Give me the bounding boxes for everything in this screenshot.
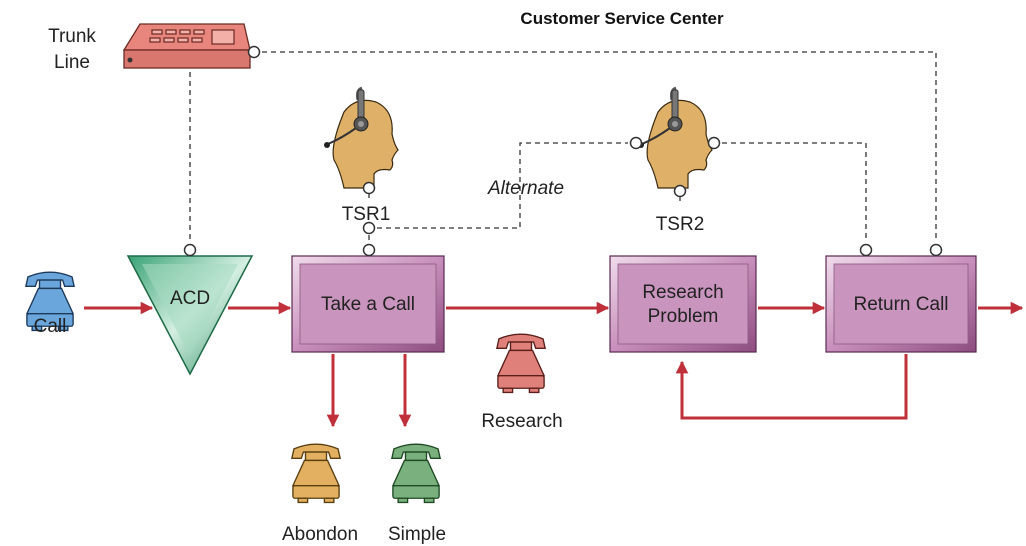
alternate-line (377, 142, 628, 229)
trunk-keypad-icon (149, 29, 235, 45)
return-call-tsr2-port (859, 243, 873, 257)
tsr1-alternate-port (362, 221, 376, 235)
simple-phone-icon (391, 443, 441, 504)
trunk-line-device (122, 23, 251, 69)
alternate-label: Alternate (487, 178, 564, 199)
tsr2-right-port (707, 136, 721, 150)
research-problem-label-line2: Problem (648, 306, 719, 327)
diagram-title: Customer Service Center (520, 9, 724, 28)
tsr1-port (362, 181, 376, 195)
return-call-trunk-port (929, 243, 943, 257)
return-call-loop-arrow (675, 354, 908, 420)
return-call-box (825, 255, 977, 353)
take-call-box (291, 255, 445, 353)
acd-port (183, 243, 197, 257)
return-call-label: Return Call (853, 294, 948, 315)
trunk-label-line2: Line (54, 52, 90, 73)
call-label: Call (34, 316, 67, 337)
research-phone-icon (496, 333, 546, 394)
take-call-port (362, 243, 376, 257)
abandon-label: Abondon (282, 524, 358, 545)
tsr2-bottom-port (673, 184, 687, 198)
acd-label: ACD (170, 288, 210, 309)
tsr1-label: TSR1 (342, 204, 391, 225)
research-problem-label-line1: Research (642, 282, 723, 303)
take-call-label: Take a Call (321, 294, 415, 315)
research-problem-box (609, 255, 757, 353)
trunk-label-line1: Trunk (48, 26, 96, 47)
trunk-port (247, 45, 261, 59)
acd-node (126, 255, 254, 376)
tsr2-headset-icon (636, 86, 714, 190)
research-label: Research (481, 411, 562, 432)
tsr1-headset-icon (322, 86, 400, 190)
tsr2-left-port (629, 136, 643, 150)
tsr2-label: TSR2 (656, 214, 705, 235)
simple-label: Simple (388, 524, 446, 545)
tsr2-to-return-call-line (722, 142, 867, 242)
abandon-phone-icon (291, 443, 341, 504)
